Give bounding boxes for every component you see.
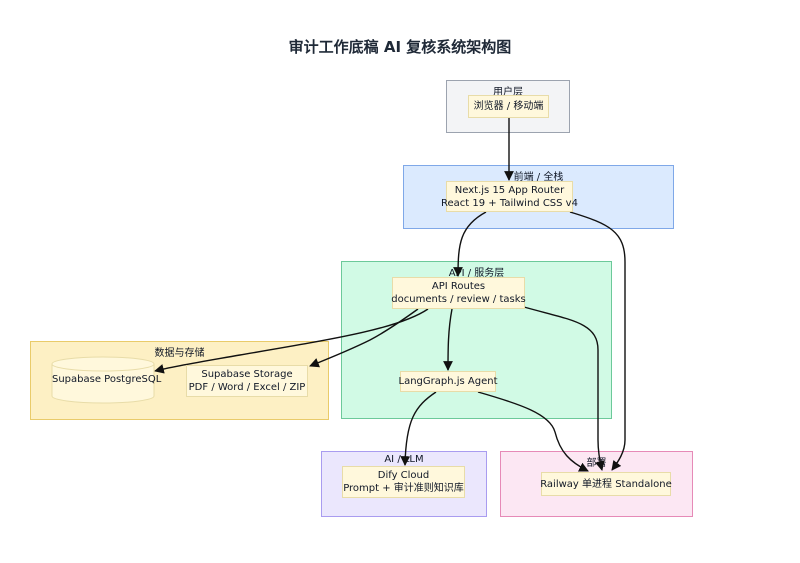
postgres-cylinder: [51, 356, 155, 404]
group-user-layer-label: 用户层: [493, 87, 523, 98]
node-dify-cloud-line2: Prompt + 审计准则知识库: [343, 483, 464, 494]
diagram-title: 审计工作底稿 AI 复核系统架构图: [288, 38, 512, 56]
node-railway: Railway 单进程 Standalone: [540, 472, 672, 496]
node-nextjs: Next.js 15 App Router React 19 + Tailwin…: [441, 181, 578, 212]
group-data-storage-label: 数据与存储: [154, 348, 205, 359]
node-api-routes: API Routes documents / review / tasks: [391, 277, 526, 309]
node-dify-cloud: Dify Cloud Prompt + 审计准则知识库: [342, 466, 465, 498]
node-api-routes-line2: documents / review / tasks: [391, 294, 526, 305]
node-api-routes-line1: API Routes: [431, 281, 486, 292]
node-nextjs-line2: React 19 + Tailwind CSS v4: [441, 197, 578, 209]
node-browser: 浏览器 / 移动端: [468, 95, 549, 118]
edge-routes-to-railway: [523, 306, 605, 471]
node-storage-line2: PDF / Word / Excel / ZIP: [188, 382, 306, 393]
edge-routes-to-storage: [309, 308, 419, 368]
edge-nextjs-to-routes: [453, 211, 487, 277]
node-storage-line1: Supabase Storage: [201, 369, 293, 380]
node-storage: Supabase Storage PDF / Word / Excel / ZI…: [186, 365, 308, 397]
node-nextjs-line1: Next.js 15 App Router: [454, 184, 565, 196]
edge-agent-to-dify: [400, 391, 437, 466]
edge-nextjs-to-railway: [569, 211, 626, 471]
node-postgres-label: Supabase PostgreSQL: [52, 374, 162, 385]
edge-routes-to-agent: [443, 308, 453, 371]
node-dify-cloud-line1: Dify Cloud: [377, 470, 430, 481]
node-langgraph-agent: LangGraph.js Agent: [398, 371, 498, 392]
group-frontend-label: 前端 / 全栈: [513, 172, 564, 183]
node-railway-label: Railway 单进程 Standalone: [540, 478, 672, 490]
group-api-layer-label: API / 服务层: [448, 268, 505, 279]
node-langgraph-agent-label: LangGraph.js Agent: [398, 376, 498, 387]
node-browser-label: 浏览器 / 移动端: [473, 101, 544, 112]
edge-agent-to-railway: [477, 391, 589, 472]
edge-routes-to-postgres: [154, 308, 429, 374]
